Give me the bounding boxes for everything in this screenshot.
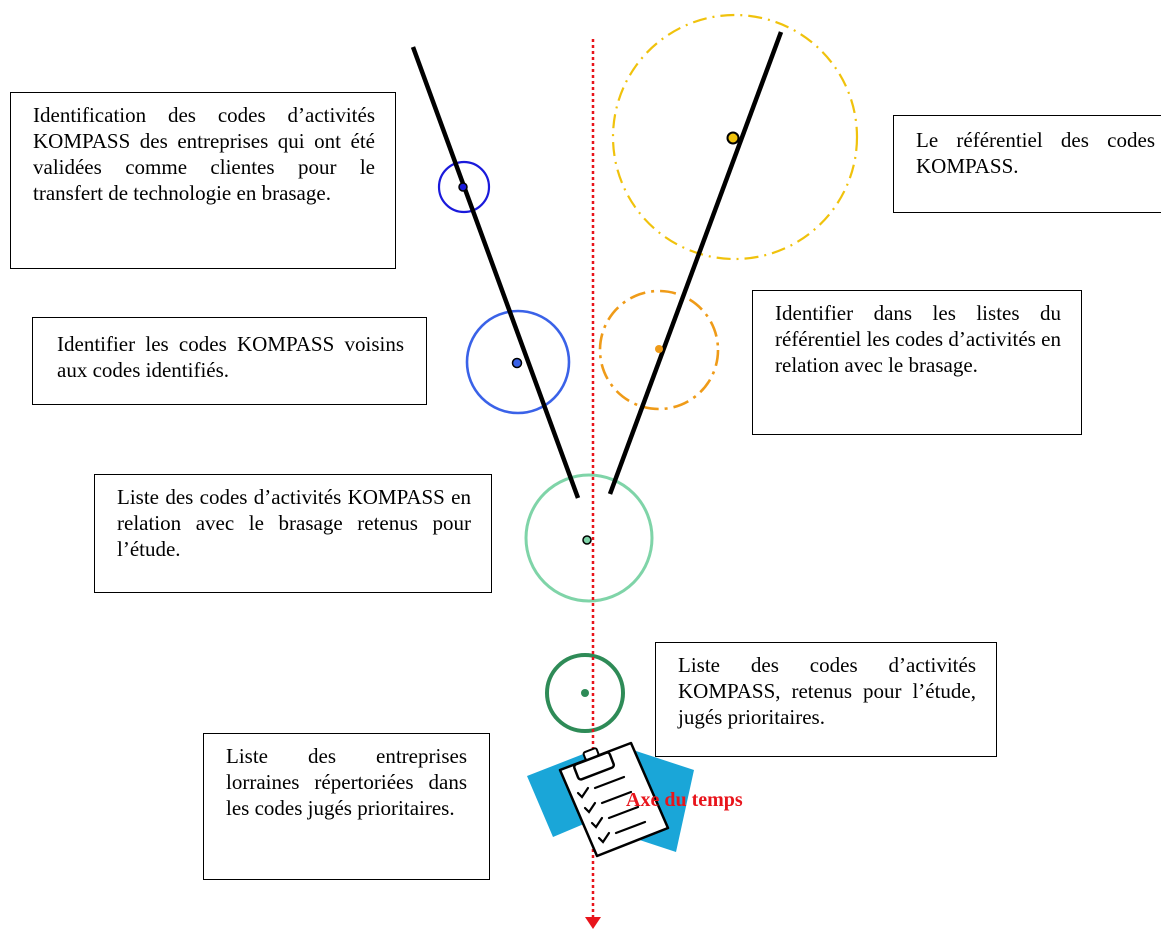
identification-box: Identification des codes d’activités KOM… — [10, 92, 396, 269]
referential-text: Le référentiel des codes KOMPASS. — [916, 128, 1155, 178]
priority-codes-dot — [581, 689, 589, 697]
identification-circle — [437, 160, 491, 214]
referential-lists-dot — [655, 345, 663, 353]
companies-box: Liste des entreprises lorraines répertor… — [203, 733, 490, 880]
referential-lists-text: Identifier dans les listes du référentie… — [775, 301, 1061, 377]
identification-text: Identification des codes d’activités KOM… — [33, 103, 375, 205]
neighbors-circle — [465, 309, 571, 415]
time-axis-arrowhead — [585, 917, 601, 929]
neighbors-dot — [511, 357, 523, 369]
companies-text: Liste des entreprises lorraines répertor… — [226, 744, 467, 820]
referential-lists-circle — [598, 289, 720, 411]
time-axis-label: Axe du temps — [626, 789, 743, 811]
retained-codes-circle — [524, 473, 654, 603]
referential-circle — [611, 13, 859, 261]
priority-codes-circle — [545, 653, 625, 733]
retained-codes-box: Liste des codes d’activités KOMPASS en r… — [94, 474, 492, 593]
retained-codes-dot — [582, 535, 592, 545]
clipboard-icon — [527, 741, 694, 858]
retained-codes-text: Liste des codes d’activités KOMPASS en r… — [117, 485, 471, 561]
neighbors-text: Identifier les codes KOMPASS voisins aux… — [57, 332, 404, 382]
neighbors-box: Identifier les codes KOMPASS voisins aux… — [32, 317, 427, 405]
referential-box: Le référentiel des codes KOMPASS. — [893, 115, 1161, 213]
funnel-right-line — [607, 31, 784, 495]
identification-dot — [458, 182, 468, 192]
referential-dot — [726, 131, 740, 145]
referential-lists-box: Identifier dans les listes du référentie… — [752, 290, 1082, 435]
priority-codes-box: Liste des codes d’activités KOMPASS, ret… — [655, 642, 997, 757]
funnel-left-line — [410, 46, 581, 499]
priority-codes-text: Liste des codes d’activités KOMPASS, ret… — [678, 653, 976, 729]
